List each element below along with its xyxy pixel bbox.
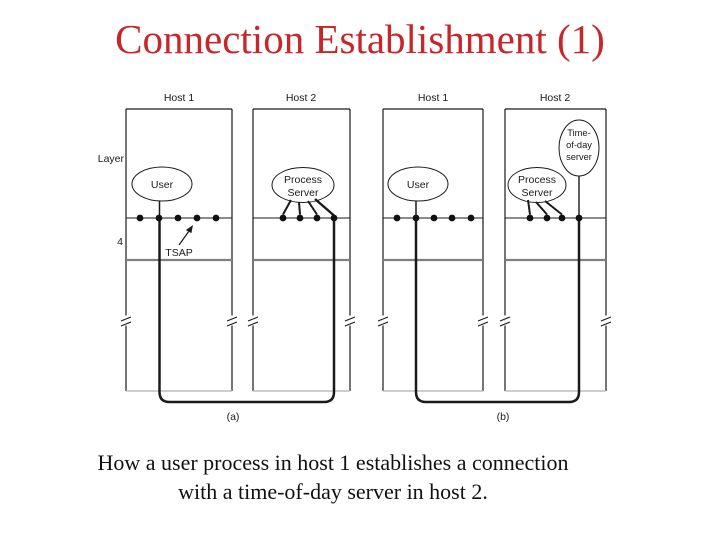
slide-title: Connection Establishment (1) xyxy=(115,16,605,62)
host1-box-b xyxy=(382,108,484,392)
process-server-label-b-line2: Server xyxy=(522,187,553,199)
line-break-marks-b xyxy=(377,315,612,327)
panel-b: Host 1 Host 2 User Process Server Time- … xyxy=(377,92,612,423)
host2-title-a: Host 2 xyxy=(286,92,317,104)
transport-connection-a xyxy=(158,218,336,404)
process-server-fan-b xyxy=(527,199,563,216)
tsap-dots-host1-a xyxy=(136,214,220,222)
host2-title-b: Host 2 xyxy=(540,92,571,104)
process-server-label-a-line1: Process xyxy=(284,174,322,186)
time-of-day-label-line3: server xyxy=(566,152,592,162)
host1-title-a: Host 1 xyxy=(164,92,195,104)
tsap-dots-host2-a xyxy=(279,214,338,222)
user-process-ellipse-b xyxy=(387,166,449,202)
host2-box-a xyxy=(252,108,351,392)
tsap-label: TSAP xyxy=(165,247,192,259)
panel-a-caption: (a) xyxy=(227,411,240,423)
time-of-day-label-line2: of-day xyxy=(566,140,592,150)
transport-connection-b xyxy=(414,218,581,404)
host1-title-b: Host 1 xyxy=(418,92,449,104)
layer-number-4: 4 xyxy=(117,236,123,248)
panel-a: Host 1 Host 2 Layer 4 TSAP User Process … xyxy=(98,92,356,423)
process-server-ellipse-a xyxy=(271,167,335,203)
panel-b-caption: (b) xyxy=(497,411,510,423)
caption-line-2: with a time-of-day server in host 2. xyxy=(178,478,488,504)
layer-label: Layer xyxy=(98,153,125,165)
tsap-arrow xyxy=(178,225,193,246)
tsap-dots-host1-b xyxy=(393,214,475,222)
time-of-day-label-line1: Time- xyxy=(567,128,590,138)
slide-caption: How a user process in host 1 establishes… xyxy=(0,449,666,506)
process-server-label-a-line2: Server xyxy=(288,187,319,199)
line-break-marks-a xyxy=(120,315,356,327)
tsap-dots-host2-b xyxy=(526,214,583,222)
user-label-b: User xyxy=(407,179,430,191)
fan-connection-segment xyxy=(314,198,335,217)
caption-line-1: How a user process in host 1 establishes… xyxy=(97,450,569,475)
process-server-label-b-line1: Process xyxy=(518,174,556,186)
host2-box-b xyxy=(504,108,607,392)
process-server-fan-a xyxy=(282,198,335,217)
user-label-a: User xyxy=(151,179,174,191)
user-process-ellipse-a xyxy=(131,166,193,202)
host1-box-a xyxy=(125,108,233,392)
